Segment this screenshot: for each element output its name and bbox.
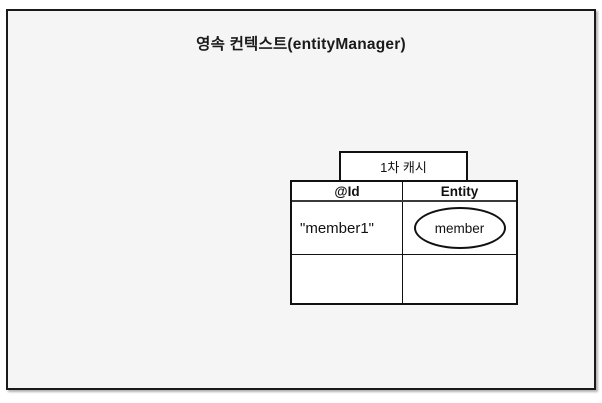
table-cell-id: "member1" (292, 202, 403, 254)
table-header-entity: Entity (440, 183, 479, 199)
table-row: "member1" member (292, 202, 516, 255)
table-cell-id-empty (292, 255, 403, 303)
entity-ellipse: member (413, 207, 506, 249)
table-header-id: @Id (292, 182, 403, 200)
table-cell-entity-empty (403, 255, 516, 303)
first-level-cache-label-box: 1차 캐시 (339, 151, 468, 182)
table-header-row: @Id Entity (292, 182, 516, 202)
table-cell-entity: member (403, 202, 516, 254)
persistence-context-title: 영속 컨텍스트(entityManager) (196, 36, 406, 53)
entity-name: member (434, 220, 485, 236)
first-level-cache-label: 1차 캐시 (380, 160, 427, 175)
first-level-cache-table: @Id Entity "member1" member (290, 180, 518, 305)
persistence-context-frame: 영속 컨텍스트(entityManager) 1차 캐시 @Id Entity … (6, 9, 596, 390)
id-value: "member1" (300, 219, 375, 237)
table-row (292, 255, 516, 303)
